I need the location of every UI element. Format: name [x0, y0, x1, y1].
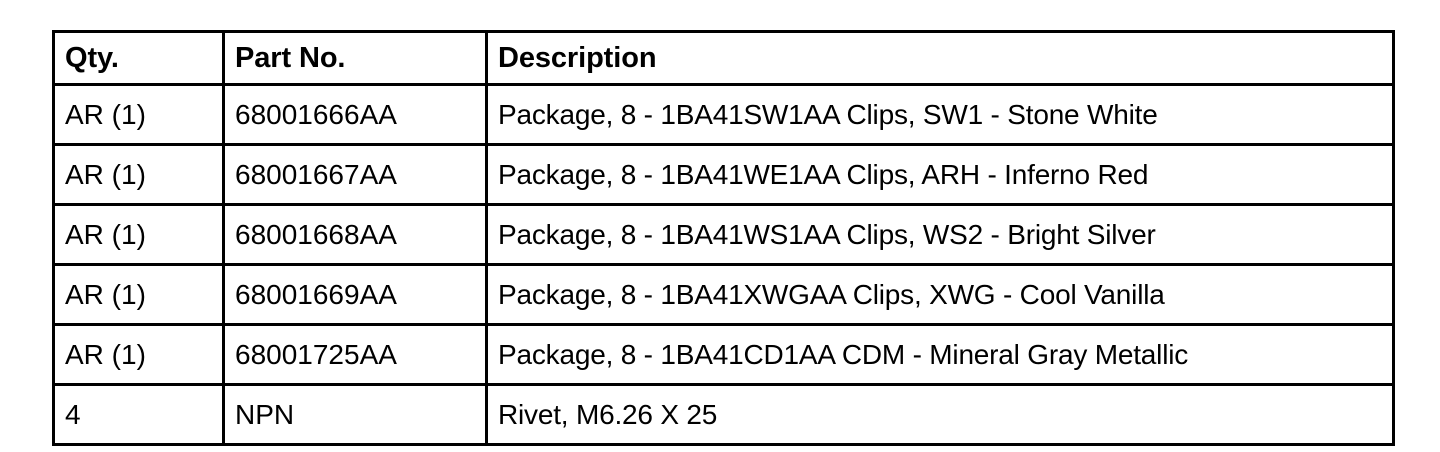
cell-description: Package, 8 - 1BA41XWGAA Clips, XWG - Coo…	[485, 263, 1395, 326]
cell-part-no: 68001669AA	[222, 263, 488, 326]
cell-description: Package, 8 - 1BA41WS1AA Clips, WS2 - Bri…	[485, 203, 1395, 266]
cell-description: Package, 8 - 1BA41WE1AA Clips, ARH - Inf…	[485, 143, 1395, 206]
cell-qty: AR (1)	[52, 263, 225, 326]
cell-part-no: NPN	[222, 383, 488, 446]
cell-qty: AR (1)	[52, 143, 225, 206]
table-header-row: Qty. Part No. Description	[52, 30, 1395, 86]
cell-qty: 4	[52, 383, 225, 446]
table-row: 4 NPN Rivet, M6.26 X 25	[52, 383, 1395, 446]
table-row: AR (1) 68001725AA Package, 8 - 1BA41CD1A…	[52, 323, 1395, 386]
cell-description: Package, 8 - 1BA41SW1AA Clips, SW1 - Sto…	[485, 83, 1395, 146]
column-header-qty: Qty.	[52, 30, 225, 86]
cell-part-no: 68001725AA	[222, 323, 488, 386]
cell-description: Package, 8 - 1BA41CD1AA CDM - Mineral Gr…	[485, 323, 1395, 386]
table-row: AR (1) 68001669AA Package, 8 - 1BA41XWGA…	[52, 263, 1395, 326]
table-body: AR (1) 68001666AA Package, 8 - 1BA41SW1A…	[52, 83, 1395, 446]
parts-table: Qty. Part No. Description AR (1) 6800166…	[52, 30, 1395, 446]
cell-qty: AR (1)	[52, 323, 225, 386]
cell-description: Rivet, M6.26 X 25	[485, 383, 1395, 446]
cell-part-no: 68001668AA	[222, 203, 488, 266]
table-row: AR (1) 68001668AA Package, 8 - 1BA41WS1A…	[52, 203, 1395, 266]
column-header-part-no: Part No.	[222, 30, 488, 86]
cell-part-no: 68001666AA	[222, 83, 488, 146]
table-header: Qty. Part No. Description	[52, 30, 1395, 86]
cell-part-no: 68001667AA	[222, 143, 488, 206]
column-header-description: Description	[485, 30, 1395, 86]
cell-qty: AR (1)	[52, 203, 225, 266]
table-row: AR (1) 68001666AA Package, 8 - 1BA41SW1A…	[52, 83, 1395, 146]
cell-qty: AR (1)	[52, 83, 225, 146]
table-row: AR (1) 68001667AA Package, 8 - 1BA41WE1A…	[52, 143, 1395, 206]
